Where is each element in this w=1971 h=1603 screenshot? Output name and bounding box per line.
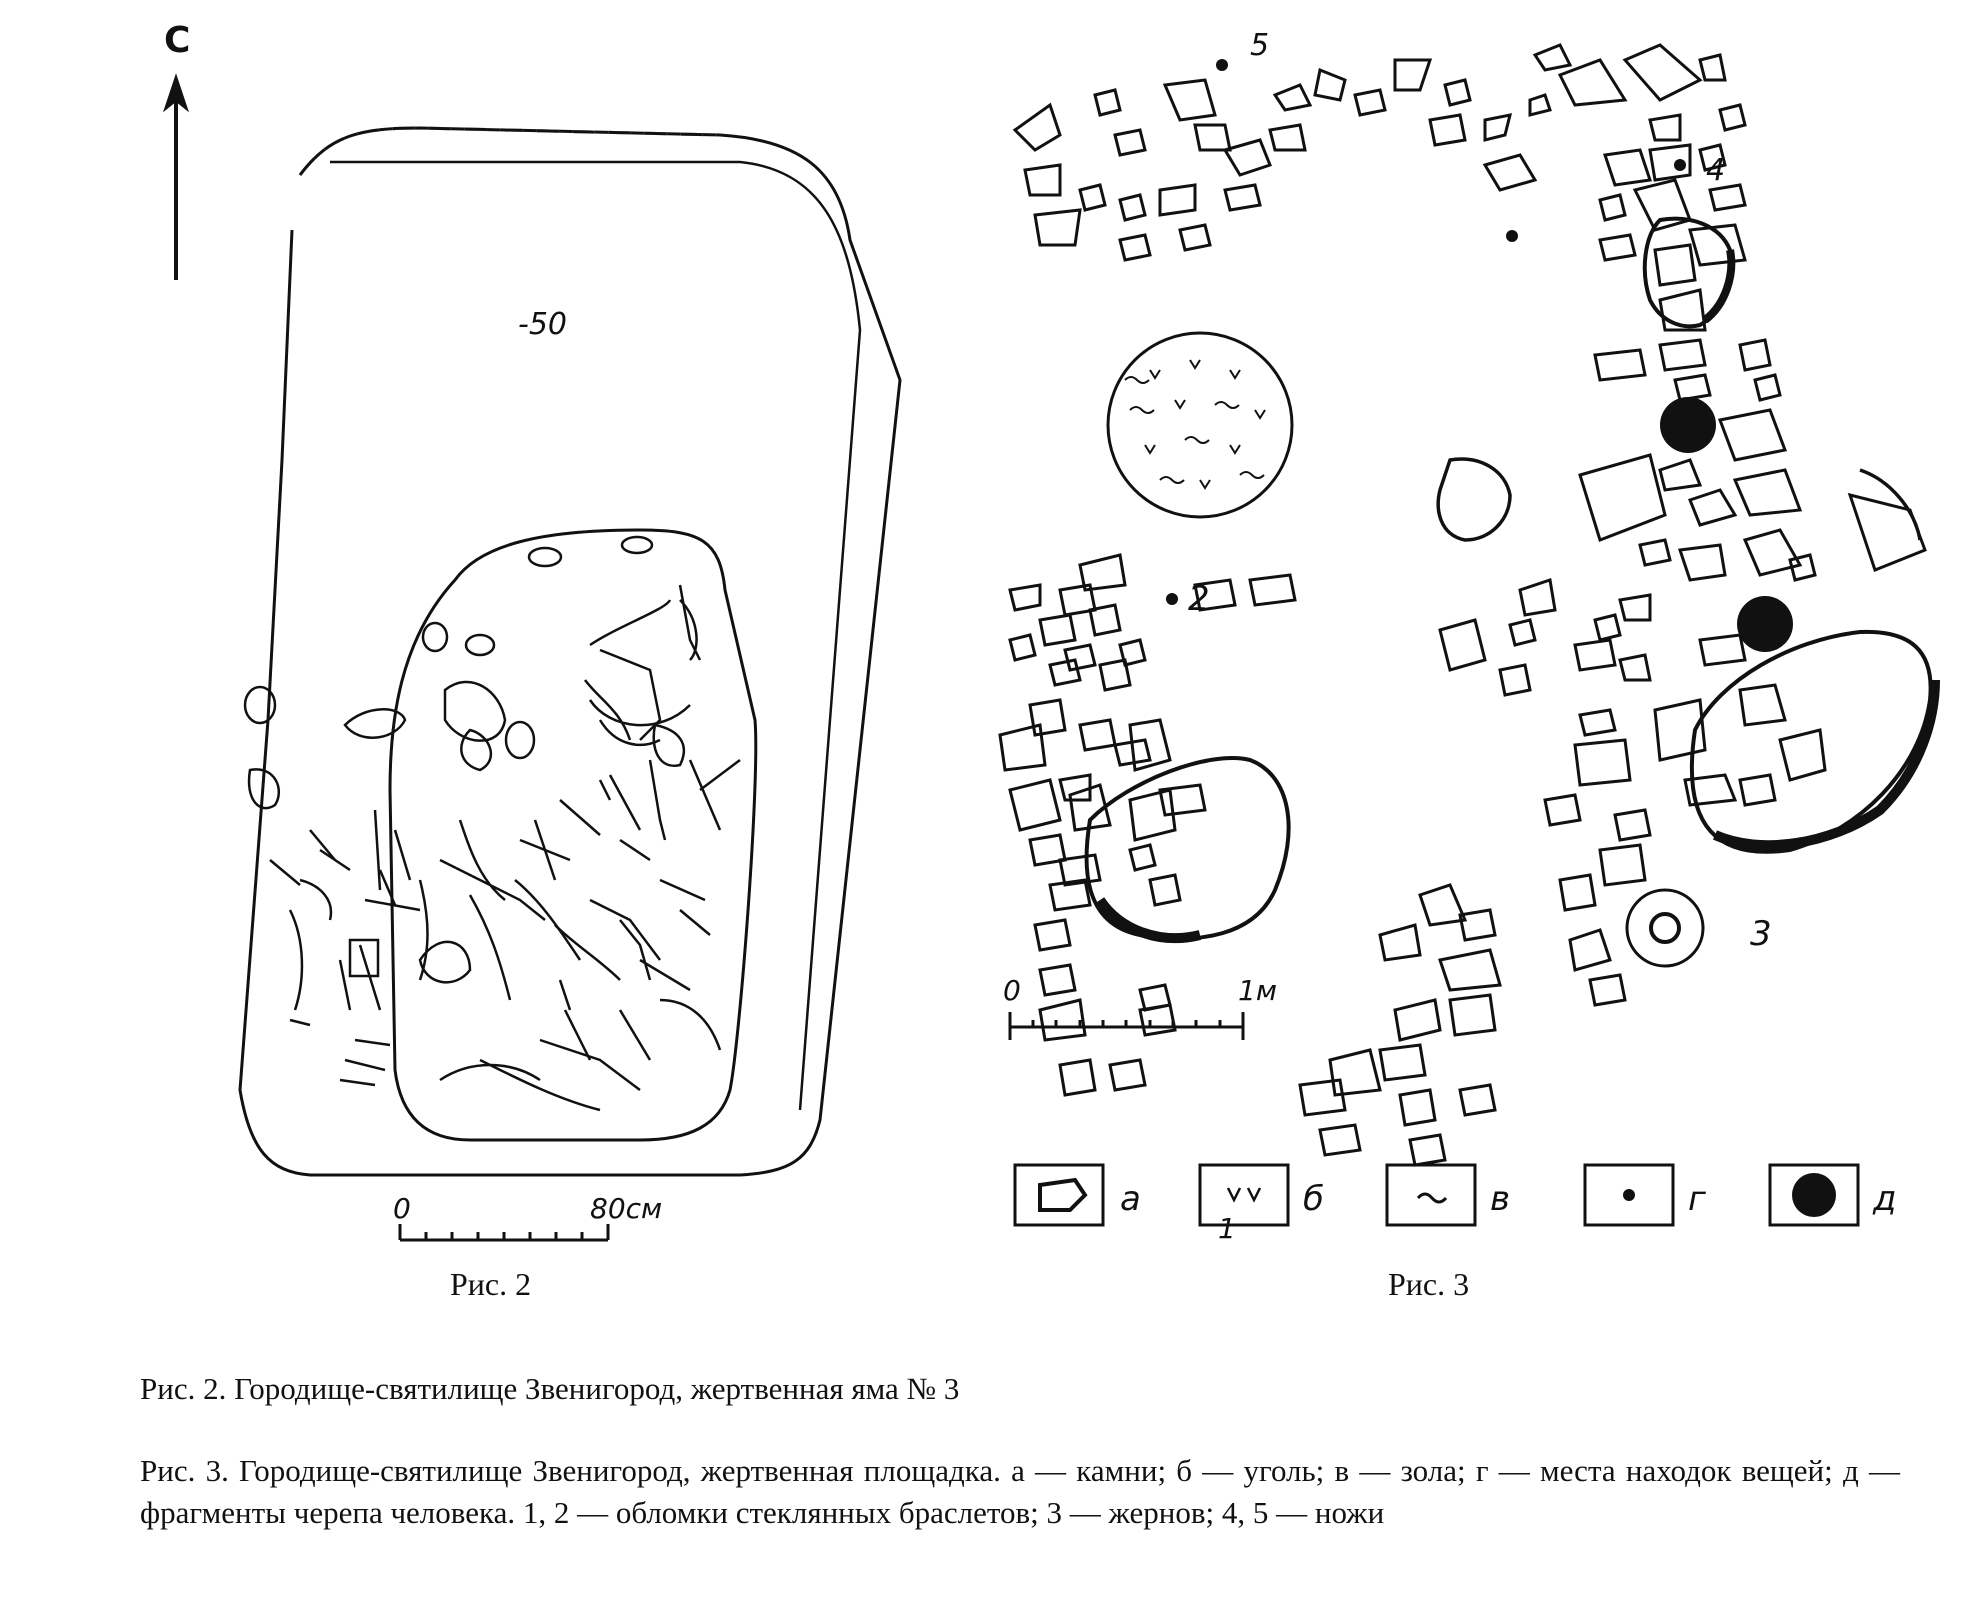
north-arrow-icon xyxy=(162,73,190,280)
find-dot-icon xyxy=(1506,230,1518,242)
north-label: С xyxy=(164,20,190,61)
find-label-4: 4 xyxy=(1706,153,1725,188)
skull-fragment-icon xyxy=(1768,1163,1860,1227)
legend-key-b: б xyxy=(1303,1179,1324,1219)
legend-key-a: а xyxy=(1120,1179,1141,1219)
caption-fig3: Рис. 3. Городище-святилище Звенигород, ж… xyxy=(140,1453,1900,1530)
stone-icon xyxy=(1013,1163,1105,1227)
fig2-drawing xyxy=(162,73,902,1242)
skull-fragment-icon xyxy=(1660,397,1716,453)
ash-pit xyxy=(1106,331,1294,519)
fig3-drawing xyxy=(998,43,1940,1227)
fig3-scale-end: 1м xyxy=(1238,974,1277,1007)
find-label-2: 2 xyxy=(1188,579,1210,619)
skull-fragment-icon xyxy=(1737,596,1793,652)
find-label-5: 5 xyxy=(1250,28,1269,63)
bones-and-stones xyxy=(243,535,741,1112)
caption-fig2: Рис. 2. Городище-святилище Звенигород, ж… xyxy=(140,1371,960,1406)
ash-icon xyxy=(1385,1163,1477,1227)
depth-label: -50 xyxy=(518,307,567,342)
fig2-scale-bar xyxy=(398,1224,610,1242)
fig3-scale-bar xyxy=(1008,1012,1245,1040)
find-dot-icon xyxy=(1216,59,1228,71)
millstone-icon xyxy=(1625,888,1705,968)
charcoal-icon xyxy=(1198,1163,1290,1227)
stones xyxy=(998,43,1927,1167)
legend-key-v: в xyxy=(1490,1179,1510,1219)
fig3-scale-start: 0 xyxy=(1003,974,1021,1007)
find-label-1: 1 xyxy=(1218,1212,1236,1245)
pit-outline xyxy=(238,126,902,1177)
find-dot-icon xyxy=(1674,159,1686,171)
legend-key-g: г xyxy=(1688,1179,1707,1219)
legend-key-d: д xyxy=(1872,1179,1897,1219)
fig3-label: Рис. 3 xyxy=(1388,1266,1469,1302)
find-dot-icon xyxy=(1166,593,1178,605)
find-label-3: 3 xyxy=(1750,914,1772,954)
burial-chamber-outline xyxy=(388,528,758,1142)
fig2-scale-end: 80см xyxy=(590,1192,662,1225)
large-stones xyxy=(1084,216,1940,944)
fig2-label: Рис. 2 xyxy=(450,1266,531,1302)
fig2-scale-start: 0 xyxy=(393,1192,411,1225)
find-dot-icon xyxy=(1583,1163,1675,1227)
legend xyxy=(1013,1163,1860,1227)
pit-inner-ridge xyxy=(330,160,862,1111)
